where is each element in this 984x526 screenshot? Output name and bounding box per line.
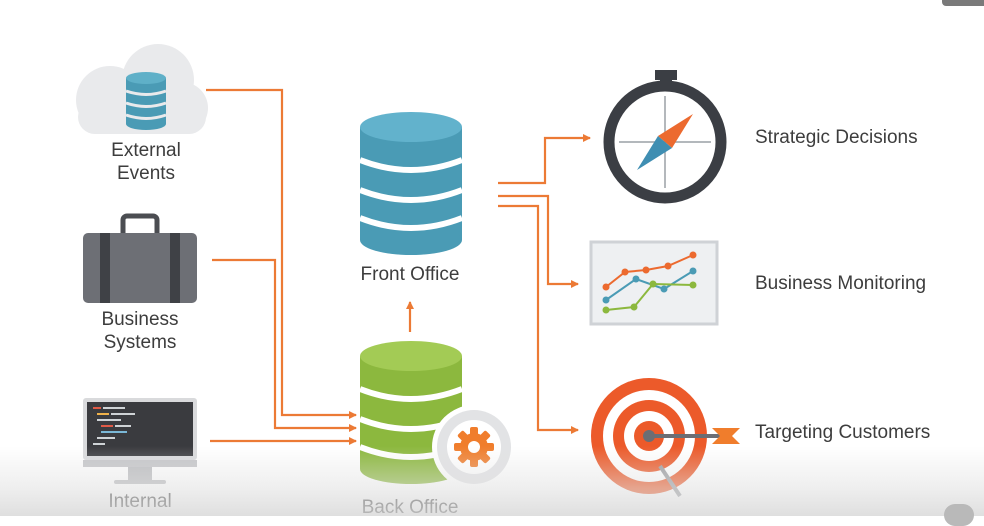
label-line: Systems <box>103 332 177 353</box>
label-line: External <box>111 140 181 161</box>
front-office-database-icon <box>358 112 464 255</box>
target-icon <box>591 378 740 498</box>
line-chart-icon <box>589 240 719 326</box>
label-targeting-customers: Targeting Customers <box>755 422 931 443</box>
label-front-office: Front Office <box>360 264 460 285</box>
arrow-external-to-back-office <box>206 88 357 419</box>
monitor-code-icon <box>83 398 197 484</box>
label-strategic-decisions: Strategic Decisions <box>755 127 918 148</box>
briefcase-icon <box>83 213 197 303</box>
arrow-business-to-back-office <box>212 258 357 432</box>
corner-tab <box>942 0 984 6</box>
label-external-events: External Events <box>96 139 196 185</box>
player-control-dot[interactable] <box>944 504 974 526</box>
arrow-front-to-targeting <box>498 204 579 434</box>
label-line: Events <box>116 163 176 184</box>
compass-icon <box>603 70 727 204</box>
cloud-db-stack <box>125 72 167 130</box>
connector-lines <box>206 88 591 445</box>
gear-icon <box>432 405 516 489</box>
cloud-database-icon <box>76 44 208 134</box>
label-business-monitoring: Business Monitoring <box>755 273 927 294</box>
label-line: Internal <box>108 491 172 512</box>
label-internal: Internal <box>90 490 190 513</box>
arrow-front-to-strategic <box>498 134 591 185</box>
label-line: Business <box>101 309 179 330</box>
arrow-front-to-monitoring <box>498 194 579 288</box>
label-business-systems: Business Systems <box>90 308 190 354</box>
